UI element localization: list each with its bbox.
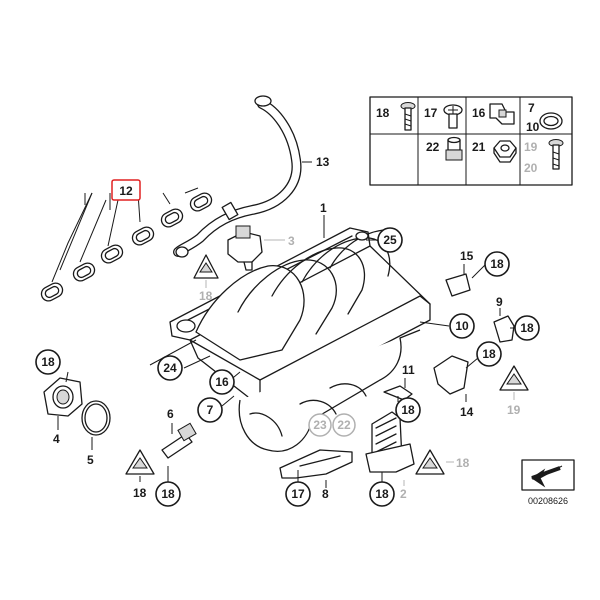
legend-label-22: 22 [426,140,440,154]
part-label-26: 19 [507,403,521,417]
intake-gasket-set [40,187,213,302]
part-label-6: 6 [167,407,174,421]
part-20-ghost-callout: 23 [308,413,332,437]
part-label-22: 25 [383,233,397,247]
stud-nut-icon [445,136,463,161]
part-label-10: 10 [455,319,469,333]
part-label-20: 23 [313,418,327,432]
part-label-2: 2 [400,487,407,501]
view-orientation-arrow: 00208626 [521,459,575,506]
throttle-adaptor: 4 [43,377,83,446]
torque-spec-triangle-26: 19 [499,365,529,417]
legend-label-19: 19 [524,140,538,154]
part-label-18e: 18 [161,487,175,501]
part-18-callout-e[interactable]: 18 [155,481,181,507]
part-18-callout-d[interactable]: 18 [35,349,61,375]
legend-label-17: 17 [424,106,438,120]
part-17-callout[interactable]: 17 [285,481,311,507]
diagram-reference-number: 00208626 [528,496,568,506]
legend-label-7: 7 [528,101,535,115]
part-18-callout-c[interactable]: 18 [476,341,502,367]
bracket-14: 14 [433,355,474,419]
legend-label-20: 20 [524,161,538,175]
bolt-icon [400,102,416,131]
part-label-9: 9 [496,295,503,309]
legend-label-10: 10 [526,120,540,134]
part-7-callout[interactable]: 7 [197,397,223,423]
torque-spec-triangle-24: 18 [415,449,470,475]
bracket-15: 15 [445,249,474,297]
fastener-legend-box: 18 17 16 7 10 22 [369,96,573,186]
legend-label-16: 16 [472,106,486,120]
part-label-18f: 18 [375,487,389,501]
part-label-7: 7 [207,403,214,417]
part-label-14: 14 [460,405,474,419]
part-21-callout[interactable]: 24 [157,355,183,381]
part-label-17: 17 [291,487,305,501]
manifold-bracket: 11 [383,363,415,401]
part-label-23: 18 [133,486,147,500]
part-label-18d: 18 [41,355,55,369]
part-18-callout-g[interactable]: 18 [395,397,421,423]
clip-nut-icon [489,103,515,125]
torque-spec-triangle-23: 18 [125,449,155,500]
part-label-18b: 18 [520,321,534,335]
part-label-24: 18 [456,456,470,470]
part-label-3: 3 [288,234,295,248]
part-label-18c: 18 [482,347,496,361]
part-10-callout[interactable]: 10 [449,313,475,339]
legend-label-18: 18 [376,106,390,120]
seal-ring-icon [539,112,563,130]
part-12-callout[interactable]: 12 [111,179,141,201]
breather-hose: 13 [173,95,330,258]
part-label-21: 24 [163,361,177,375]
part-label-16: 16 [215,375,229,389]
part-label-8: 8 [322,487,329,501]
torx-bolt-icon [443,104,463,129]
intake-manifold: 1 [169,201,431,452]
part-label-13: 13 [316,155,330,169]
part-label-18g: 18 [401,403,415,417]
part-label-18a: 18 [490,257,504,271]
pressure-sensor: 3 [227,225,295,271]
screw-icon [548,139,564,170]
part-label-1: 1 [320,201,327,215]
part-label-4: 4 [53,432,60,446]
sensor-9: 9 [493,295,515,343]
part-18-callout-a[interactable]: 18 [484,251,510,277]
part-18-callout-b[interactable]: 18 [514,315,540,341]
part-18-callout-f[interactable]: 18 [369,481,395,507]
legend-label-21: 21 [472,140,486,154]
torque-spec-triangle-25: 18 [193,254,219,303]
part-label-5: 5 [87,453,94,467]
part-19-ghost-callout: 22 [332,413,356,437]
part-22-callout[interactable]: 25 [377,227,403,253]
part-16-callout[interactable]: 16 [209,369,235,395]
part-label-19: 22 [337,418,351,432]
throttle-seal: 5 [81,400,111,467]
part-label-12: 12 [119,184,133,198]
part-label-25: 18 [199,289,213,303]
temperature-sensor: 6 [161,407,197,459]
hex-nut-icon [493,140,517,163]
tuning-flap-actuator: 2 [365,411,415,501]
part-label-11: 11 [402,363,415,377]
part-label-15: 15 [460,249,474,263]
